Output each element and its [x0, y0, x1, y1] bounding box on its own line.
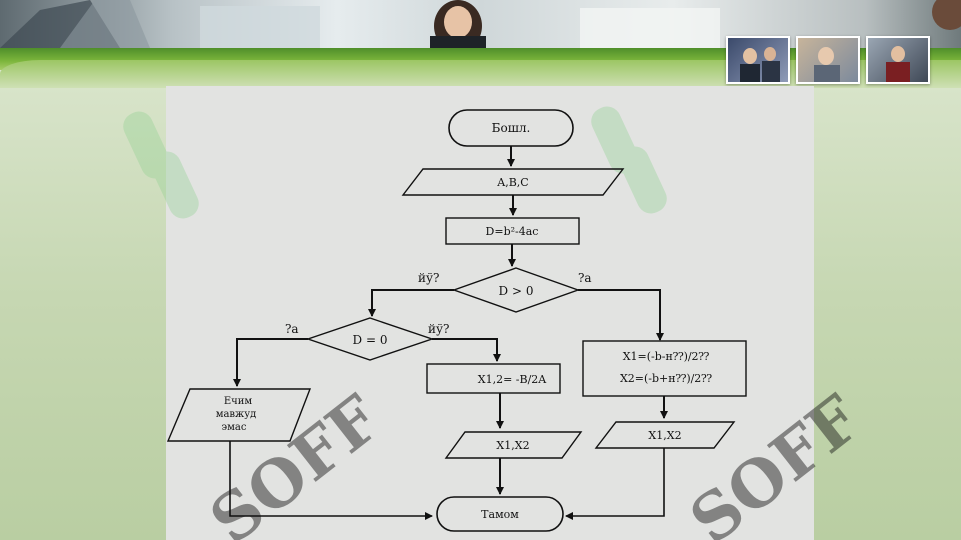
edge-label-positive-no: йў?	[418, 271, 440, 285]
edge-positive-no	[368, 289, 454, 317]
decision-zero-label: D = 0	[353, 333, 388, 347]
start-label: Бошл.	[492, 121, 531, 135]
photo-thumbnail-2	[796, 36, 860, 84]
input-label: A,B,C	[496, 176, 528, 189]
no-solution-line-3: эмас	[222, 422, 247, 433]
discriminant-label: D=b²-4ac	[486, 225, 539, 238]
photo-thumbnail-3	[866, 36, 930, 84]
decision-positive-diamond	[451, 267, 581, 313]
output-double-label: X1,X2	[648, 429, 681, 442]
end-label: Тамом	[481, 508, 519, 521]
end-terminal	[436, 496, 564, 532]
edge-no-solution-end	[229, 441, 433, 520]
watermark-logo-right	[591, 106, 667, 214]
no-solution-line-2: мавжуд	[216, 409, 257, 420]
two-roots-line-1: X1=(-b-н⁇)/2⁇	[623, 350, 710, 363]
photo-thumbnail-1	[726, 36, 790, 84]
edge-zero-no	[432, 338, 501, 362]
single-root-label: X1,2= -B/2A	[478, 373, 548, 386]
edge-output-double-end	[565, 448, 665, 520]
no-solution-line-1: Ечим	[224, 396, 253, 407]
flowchart-panel	[166, 86, 814, 540]
edge-zero-yes	[233, 338, 308, 387]
edge-label-positive-yes: ?а	[578, 271, 592, 285]
edge-positive-yes	[578, 289, 664, 341]
decision-positive-label: D > 0	[499, 284, 534, 298]
edge-label-zero-no: йў?	[428, 322, 450, 336]
single-root-process	[426, 363, 561, 394]
output-single-parallelogram	[444, 431, 583, 459]
top-photo-banner	[0, 0, 961, 48]
input-parallelogram	[401, 168, 625, 196]
watermark-logo-left	[123, 111, 199, 219]
no-solution-output	[166, 388, 312, 442]
output-single-label: X1,X2	[496, 439, 529, 452]
edge-label-zero-yes: ?а	[285, 322, 299, 336]
output-double-parallelogram	[594, 421, 736, 449]
banner-graphics	[0, 0, 961, 48]
decision-zero-diamond	[305, 317, 435, 361]
two-roots-line-2: X2=(-b+н⁇)/2⁇	[620, 372, 712, 385]
